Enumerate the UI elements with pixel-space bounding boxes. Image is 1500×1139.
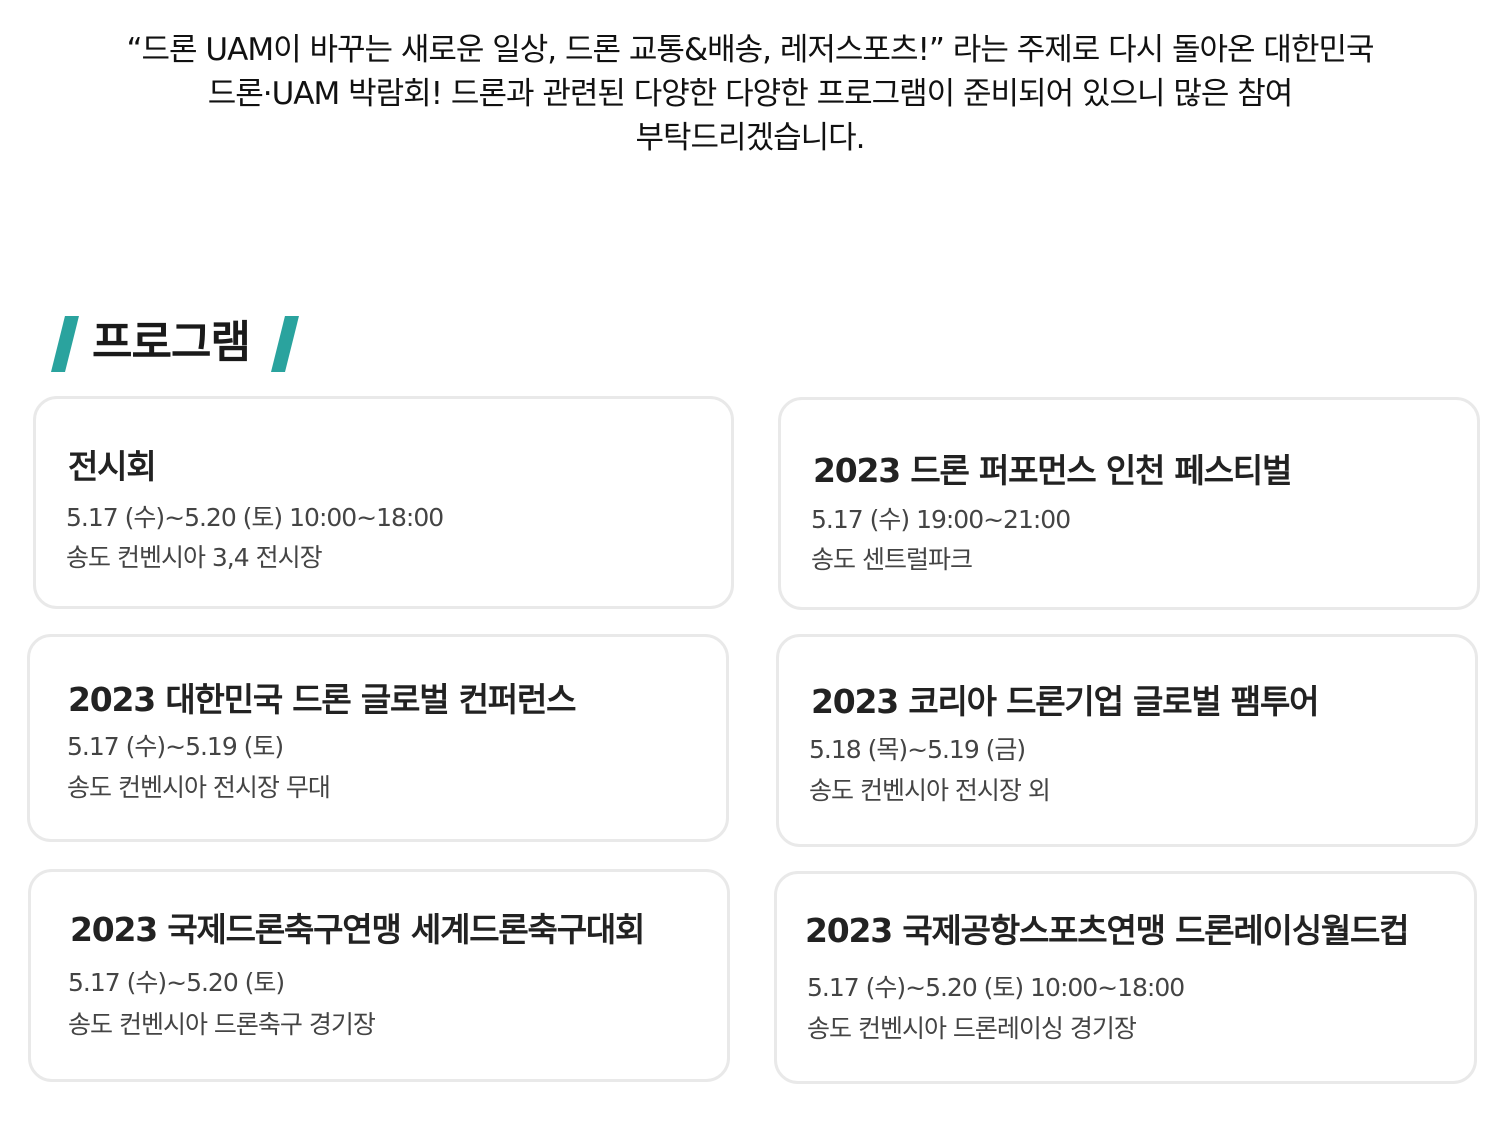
program-title: 2023 코리아 드론기업 글로벌 팸투어: [811, 682, 1319, 721]
program-card: 2023 드론 퍼포먼스 인천 페스티벌 5.17 (수) 19:00~21:0…: [778, 397, 1480, 610]
program-place: 송도 컨벤시아 전시장 무대: [67, 773, 331, 802]
program-place: 송도 컨벤시아 드론레이싱 경기장: [807, 1014, 1137, 1043]
program-place: 송도 컨벤시아 전시장 외: [809, 776, 1051, 805]
program-date: 5.17 (수) 19:00~21:00: [811, 505, 1071, 534]
intro-text: “드론 UAM이 바꾸는 새로운 일상, 드론 교통&배송, 레저스포츠!” 라…: [0, 28, 1500, 160]
section-title: 프로그램: [92, 317, 251, 368]
program-card: 전시회 5.17 (수)~5.20 (토) 10:00~18:00 송도 컨벤시…: [33, 396, 734, 609]
program-title: 전시회: [68, 447, 157, 486]
program-card: 2023 코리아 드론기업 글로벌 팸투어 5.18 (목)~5.19 (금) …: [776, 634, 1478, 847]
slash-decoration-icon: [271, 316, 299, 372]
program-date: 5.17 (수)~5.20 (토): [68, 968, 285, 997]
program-date: 5.17 (수)~5.20 (토) 10:00~18:00: [66, 503, 444, 532]
program-title: 2023 드론 퍼포먼스 인천 페스티벌: [813, 451, 1292, 490]
program-date: 5.17 (수)~5.19 (토): [67, 732, 284, 761]
program-place: 송도 센트럴파크: [811, 545, 973, 574]
program-card: 2023 국제드론축구연맹 세계드론축구대회 5.17 (수)~5.20 (토)…: [28, 869, 730, 1082]
program-date: 5.18 (목)~5.19 (금): [809, 735, 1026, 764]
program-card: 2023 국제공항스포츠연맹 드론레이싱월드컵 5.17 (수)~5.20 (토…: [774, 871, 1477, 1084]
program-place: 송도 컨벤시아 3,4 전시장: [66, 543, 323, 572]
program-card: 2023 대한민국 드론 글로벌 컨퍼런스 5.17 (수)~5.19 (토) …: [27, 634, 729, 842]
program-place: 송도 컨벤시아 드론축구 경기장: [68, 1010, 376, 1039]
program-title: 2023 대한민국 드론 글로벌 컨퍼런스: [68, 680, 576, 719]
intro-line: “드론 UAM이 바꾸는 새로운 일상, 드론 교통&배송, 레저스포츠!” 라…: [126, 32, 1374, 68]
intro-line: 드론·UAM 박람회! 드론과 관련된 다양한 다양한 프로그램이 준비되어 있…: [207, 76, 1294, 112]
intro-line: 부탁드리겠습니다.: [635, 120, 865, 156]
program-title: 2023 국제공항스포츠연맹 드론레이싱월드컵: [805, 911, 1410, 950]
program-title: 2023 국제드론축구연맹 세계드론축구대회: [70, 910, 645, 949]
program-date: 5.17 (수)~5.20 (토) 10:00~18:00: [807, 973, 1185, 1002]
slash-decoration-icon: [51, 316, 79, 372]
section-header: 프로그램: [48, 312, 318, 378]
